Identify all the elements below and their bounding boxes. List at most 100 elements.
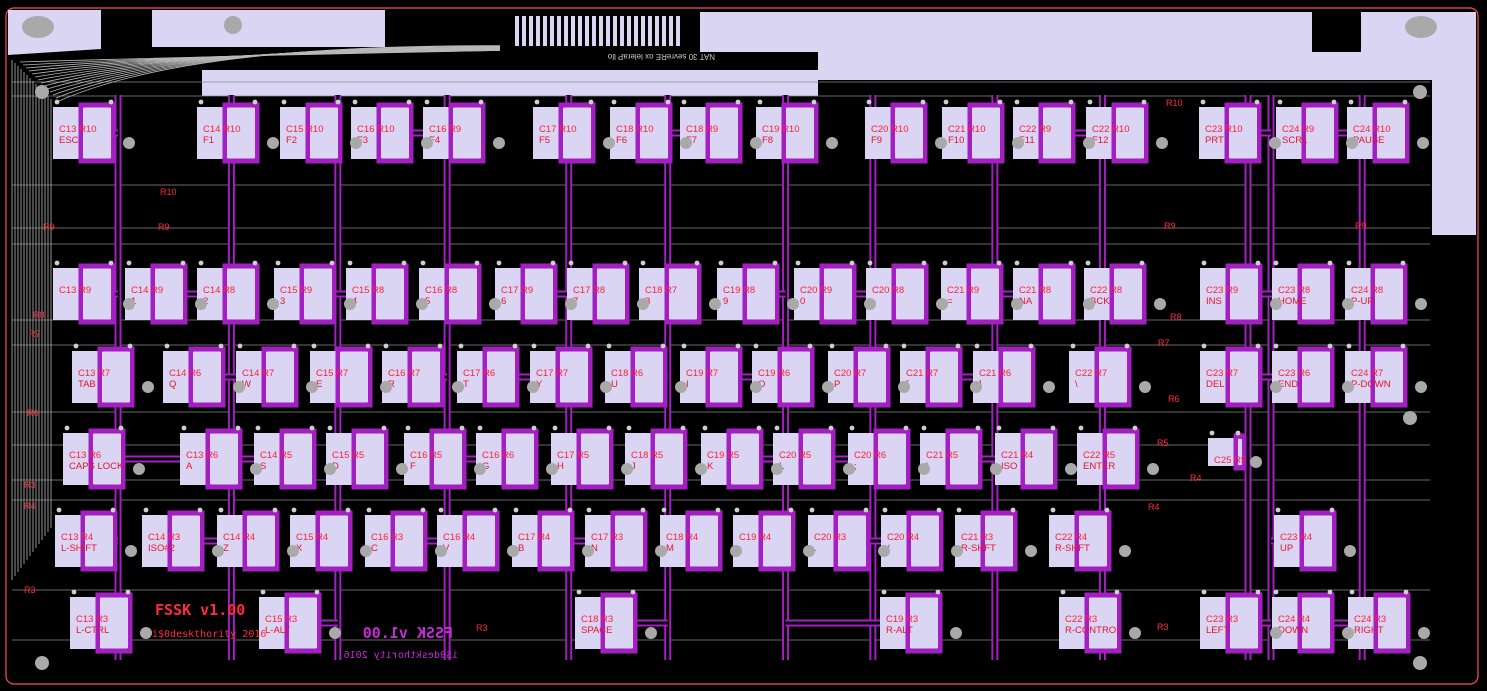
via xyxy=(406,99,412,105)
key-trace-loop xyxy=(726,428,764,490)
key-ref: C16 R8 xyxy=(425,285,457,296)
key-ref: C18 R9 xyxy=(686,124,718,135)
key-trace-loop xyxy=(222,102,260,164)
via xyxy=(198,99,204,105)
key-trace-loop xyxy=(97,346,135,408)
via xyxy=(1070,343,1076,349)
key-ref: C17 R3 xyxy=(591,532,623,543)
switch-hole xyxy=(864,298,876,310)
switch-hole xyxy=(142,381,154,393)
mounting-hole xyxy=(1403,411,1417,425)
key-trace-loop xyxy=(261,346,299,408)
key-trace-loop xyxy=(1102,428,1140,490)
via xyxy=(327,425,333,431)
key-pad-inner xyxy=(284,434,312,484)
key-trace-loop xyxy=(555,346,593,408)
switch-hole xyxy=(1342,381,1354,393)
mirrored-title: FSSK v1.00 xyxy=(363,624,453,642)
switch-hole xyxy=(1012,137,1024,149)
key-trace-loop xyxy=(798,428,836,490)
key-label: T xyxy=(463,379,469,390)
key-trace-loop xyxy=(1370,346,1408,408)
key-ref: C15 R8 xyxy=(352,285,384,296)
key-label: 6 xyxy=(501,296,506,307)
key-pad-inner xyxy=(763,516,791,566)
key-ref: C14 R10 xyxy=(203,124,241,135)
via xyxy=(863,507,869,513)
key-ref: C15 R4 xyxy=(296,532,328,543)
via xyxy=(622,260,628,266)
key-pad-inner xyxy=(640,108,668,158)
key-ref: C18 R4 xyxy=(666,532,698,543)
via xyxy=(281,99,287,105)
key-pad-inner xyxy=(1302,352,1330,402)
via xyxy=(71,589,77,595)
key-ref: C14 R4 xyxy=(223,532,255,543)
switch-hole xyxy=(675,381,687,393)
switch-hole xyxy=(1043,381,1055,393)
key-ref: C15 R7 xyxy=(316,368,348,379)
switch-hole xyxy=(803,545,815,557)
switch-hole xyxy=(1270,381,1282,393)
key-pad-inner xyxy=(1229,108,1257,158)
header-pin xyxy=(627,16,631,46)
key-trace-loop xyxy=(520,263,558,325)
key-trace-loop xyxy=(833,510,871,572)
via xyxy=(702,425,708,431)
via xyxy=(1068,260,1074,266)
key-ref: C13 R9 xyxy=(59,285,91,296)
key-ref: C18 R6 xyxy=(611,368,643,379)
key-trace-loop xyxy=(906,510,944,572)
key-ref: C17 R7 xyxy=(536,368,568,379)
key-switch-d: C15 R5D xyxy=(326,428,389,490)
via xyxy=(849,425,855,431)
via xyxy=(309,425,315,431)
key-ref: C14 R3 xyxy=(148,532,180,543)
via xyxy=(576,589,582,595)
switch-hole xyxy=(350,137,362,149)
switch-hole xyxy=(787,298,799,310)
switch-hole xyxy=(600,381,612,393)
key-ref: C16 R7 xyxy=(388,368,420,379)
key-pad-inner xyxy=(985,516,1013,566)
key-pad-inner xyxy=(172,516,200,566)
key-ref: C22 R10 xyxy=(1092,124,1130,135)
via xyxy=(56,507,62,513)
key-trace-loop xyxy=(407,346,445,408)
switch-hole xyxy=(1011,298,1023,310)
via xyxy=(458,343,464,349)
key-ref: C21 R8 xyxy=(1019,285,1051,296)
switch-hole xyxy=(489,298,501,310)
row-label: R7 xyxy=(1158,338,1170,348)
row-label: R9 xyxy=(158,222,170,232)
key-ref: C19 R10 xyxy=(762,124,800,135)
via xyxy=(1209,430,1215,436)
key-pad-inner xyxy=(911,516,939,566)
switch-hole xyxy=(435,545,447,557)
header-pin xyxy=(529,16,533,46)
key-ref: C20 R8 xyxy=(872,285,904,296)
key-pad-inner xyxy=(669,269,697,319)
key-ref: C13 R6 xyxy=(186,450,218,461)
key-trace-loop xyxy=(1297,263,1335,325)
key-pad-inner xyxy=(1079,516,1107,566)
via xyxy=(108,260,114,266)
via xyxy=(381,425,387,431)
via xyxy=(1348,99,1354,105)
key-trace-loop xyxy=(1225,346,1263,408)
row-label: R8 xyxy=(1170,312,1182,322)
via xyxy=(1329,507,1335,513)
key-pad-inner xyxy=(1378,598,1406,648)
key-label: F7 xyxy=(686,135,697,146)
key-switch-f: C16 R5F xyxy=(404,428,467,490)
via xyxy=(974,343,980,349)
